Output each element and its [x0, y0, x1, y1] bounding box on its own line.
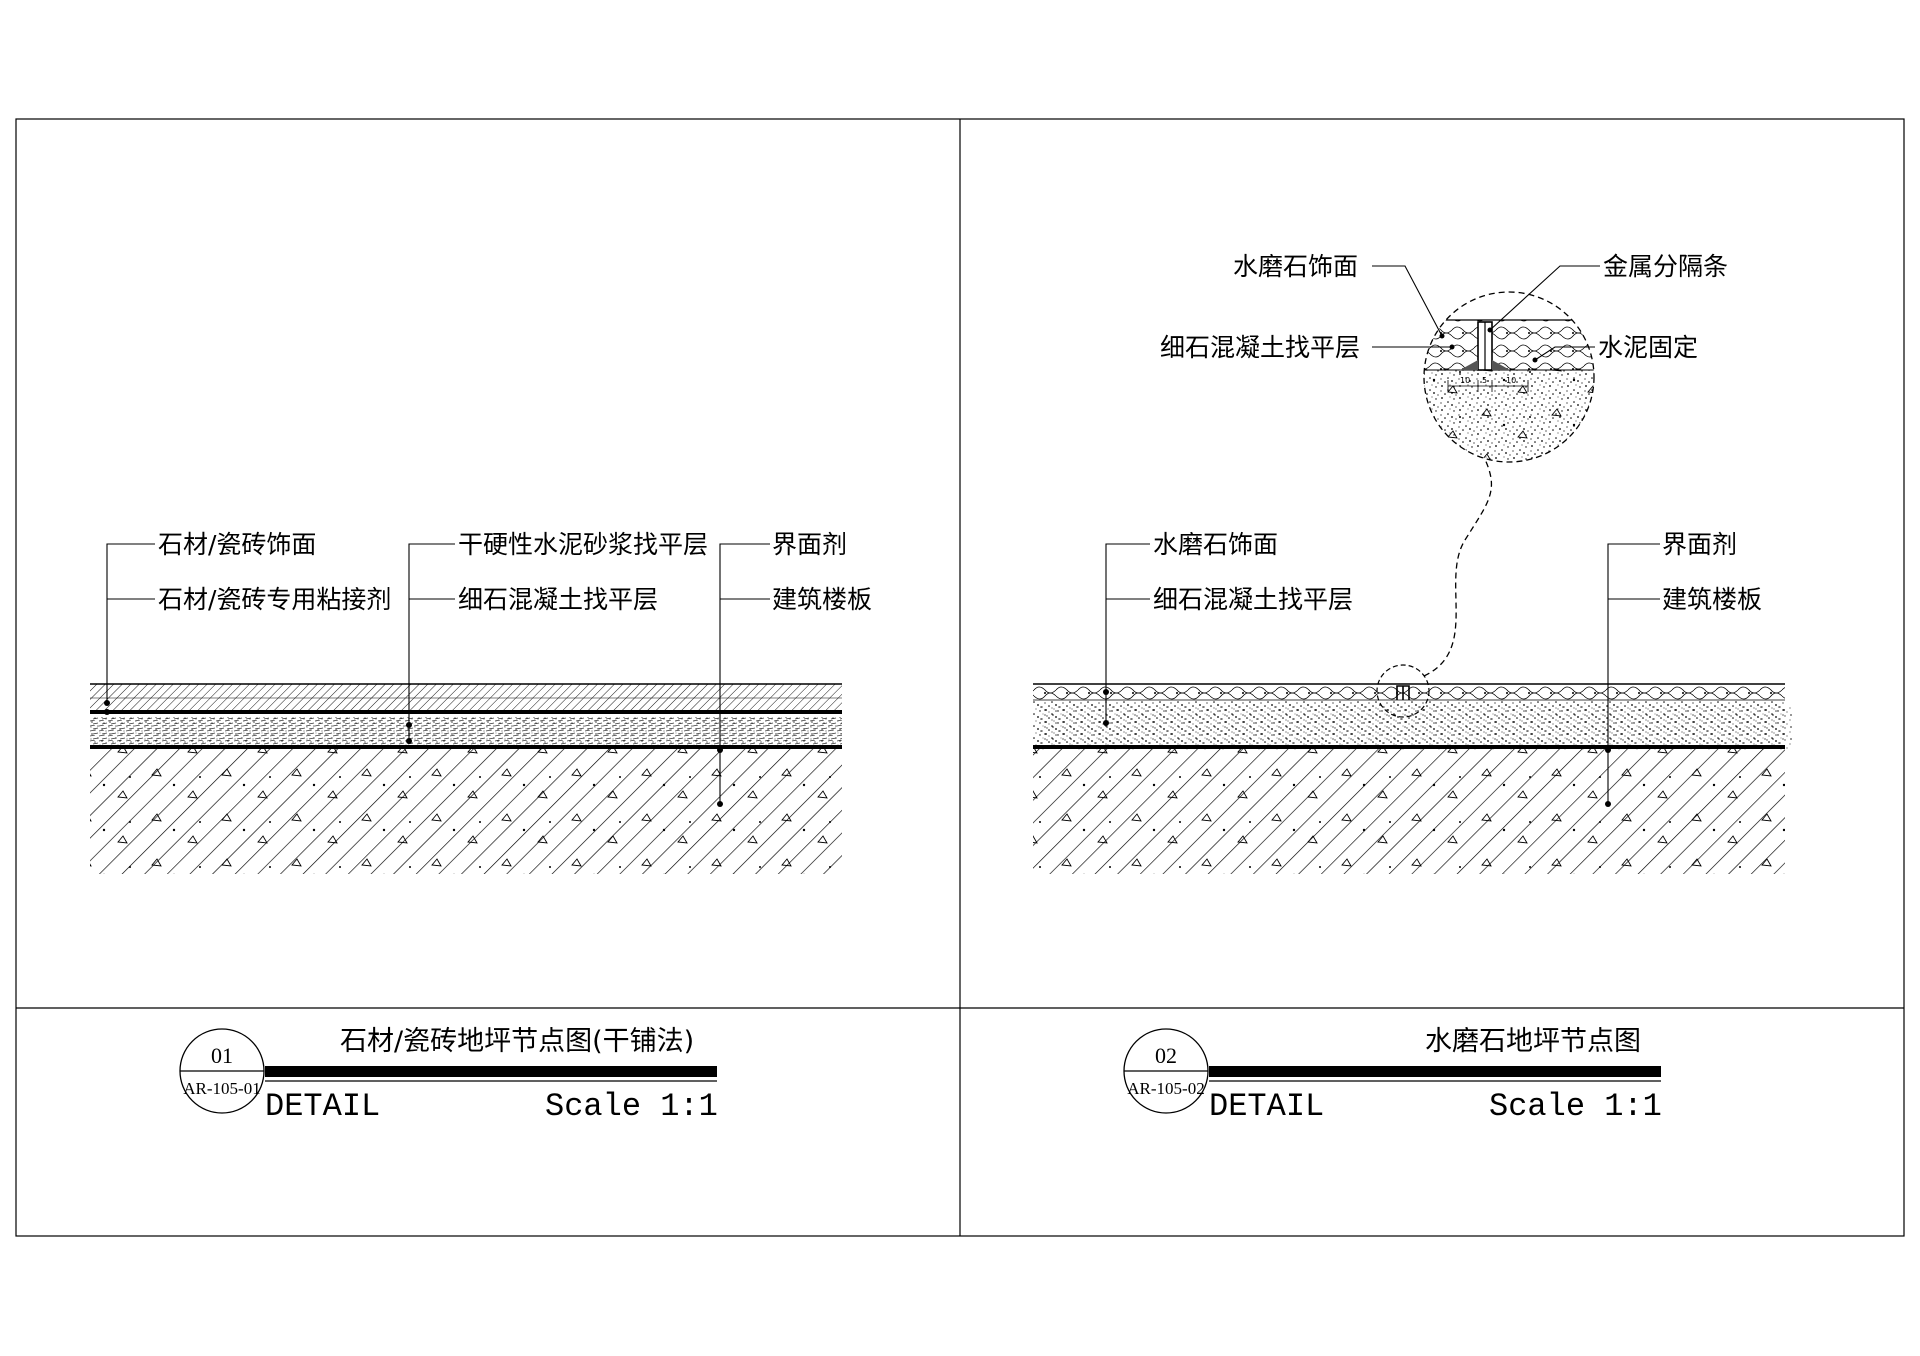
label-stone-tile-adhesive: 石材/瓷砖专用粘接剂	[158, 585, 391, 614]
detail-02-ref: AR-105-02	[1127, 1079, 1204, 1098]
detail-02-zoom-leaders	[1372, 265, 1600, 361]
detail-02-detail-label: DETAIL	[1209, 1088, 1324, 1125]
detail-02-callout-small	[1376, 664, 1430, 718]
dim-right: 10	[1506, 376, 1516, 385]
label-interface-agent: 界面剂	[772, 530, 847, 559]
detail-01-leader-dots	[104, 700, 723, 807]
sheet-frame	[15, 118, 1905, 1237]
detail-01-scale: Scale 1:1	[545, 1088, 718, 1125]
detail-01-detail-label: DETAIL	[265, 1088, 380, 1125]
label-interface-agent-2: 界面剂	[1662, 530, 1737, 559]
dim-center: 5	[1482, 376, 1487, 385]
label-dry-mortar-leveling: 干硬性水泥砂浆找平层	[458, 530, 708, 559]
detail-01-section	[90, 683, 842, 874]
label-building-slab-2: 建筑楼板	[1662, 585, 1762, 614]
detail-02-section	[1033, 683, 1792, 874]
detail-01-leaders	[106, 543, 770, 804]
detail-02-zoom-connector	[1423, 454, 1493, 677]
detail-01-ref: AR-105-01	[183, 1079, 260, 1098]
zoom-label-fine-concrete: 细石混凝土找平层	[1160, 333, 1360, 362]
detail-01-number: 01	[211, 1043, 233, 1068]
label-building-slab: 建筑楼板	[772, 585, 872, 614]
detail-02-title: 水磨石地坪节点图	[1425, 1026, 1641, 1057]
label-terrazzo-finish: 水磨石饰面	[1153, 530, 1278, 559]
zoom-label-terrazzo-finish: 水磨石饰面	[1233, 252, 1358, 281]
zoom-label-cement-fixing: 水泥固定	[1598, 333, 1698, 362]
detail-02-leaders	[1105, 543, 1660, 804]
detail-02-leader-dots	[1103, 689, 1611, 807]
zoom-label-metal-strip: 金属分隔条	[1603, 252, 1728, 281]
label-stone-tile-finish: 石材/瓷砖饰面	[158, 530, 316, 559]
detail-02-scale: Scale 1:1	[1489, 1088, 1662, 1125]
detail-02-number: 02	[1155, 1043, 1177, 1068]
label-fine-concrete-leveling-2: 细石混凝土找平层	[1153, 585, 1353, 614]
dim-left: 10	[1460, 376, 1470, 385]
label-fine-concrete-leveling: 细石混凝土找平层	[458, 585, 658, 614]
detail-02-title-block	[1123, 1028, 1661, 1114]
detail-01-title: 石材/瓷砖地坪节点图(干铺法)	[340, 1026, 694, 1057]
detail-02-zoom-leader-dots	[1439, 327, 1538, 363]
detail-01-title-block	[179, 1028, 717, 1114]
